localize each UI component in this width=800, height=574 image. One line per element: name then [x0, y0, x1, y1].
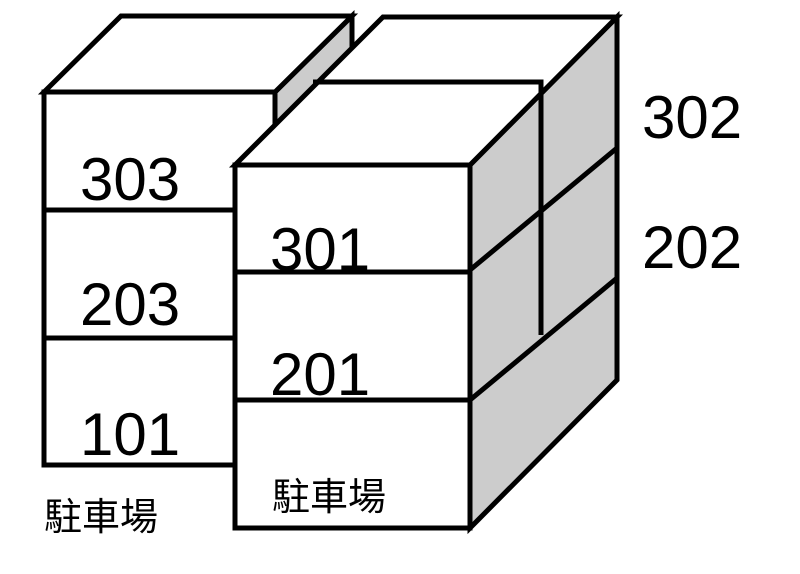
right-block-front: [232, 162, 473, 531]
unit-302: 302: [642, 84, 742, 151]
parking-label-right: 駐車場: [272, 475, 386, 519]
unit-303: 303: [80, 146, 180, 213]
unit-201: 201: [270, 341, 370, 408]
parking-label-left: 駐車場: [44, 495, 158, 539]
unit-202: 202: [642, 214, 742, 281]
unit-101: 101: [80, 401, 180, 468]
unit-301: 301: [270, 216, 370, 283]
unit-203: 203: [80, 271, 180, 338]
